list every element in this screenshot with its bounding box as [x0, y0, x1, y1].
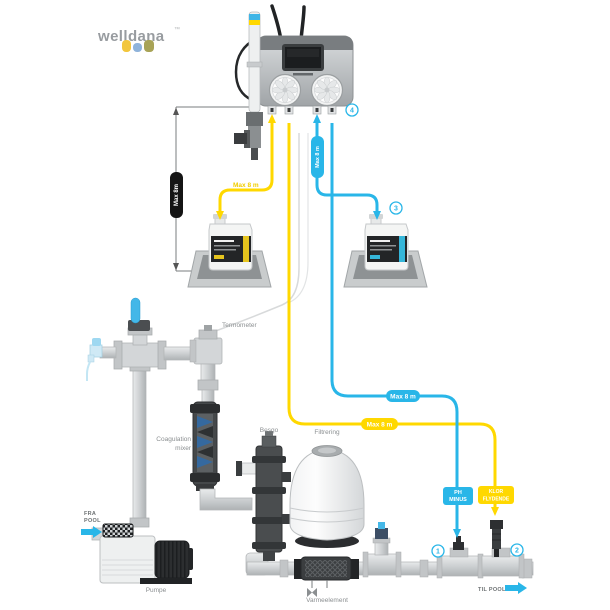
brand-name: welldana — [97, 28, 165, 45]
chlorine-container — [208, 214, 253, 271]
heater-element — [294, 556, 359, 597]
label-termometer: Termometer — [222, 322, 258, 329]
max-8m-yellow-text: Max 8 m — [367, 422, 393, 429]
valve-lever-icon — [130, 297, 141, 324]
callout-3-text: 3 — [394, 206, 398, 213]
tube-phminus-suction — [315, 123, 379, 212]
ph-probe — [234, 11, 263, 160]
max-8m-blue-vertical-badge: Max 8 m — [311, 136, 324, 178]
peristaltic-pump-right — [310, 73, 344, 107]
arrow-up-yellow-icon — [268, 114, 276, 123]
arrow-down-yellow-injector-icon — [491, 507, 499, 516]
logo-dot-blue-icon — [133, 43, 142, 52]
til-pool-arrow-icon — [505, 585, 518, 591]
fra-pool-marker: FRA POOL — [81, 511, 102, 538]
callout-4-text: 4 — [350, 108, 354, 115]
mixer-elbow-pipe — [199, 488, 253, 511]
label-pumpe: Pumpe — [146, 587, 167, 594]
power-cables — [270, 4, 283, 42]
arrow-up-blue-icon — [313, 114, 321, 123]
label-coagulation-2: mixer — [175, 445, 192, 452]
fra-pool-arrow-icon — [81, 529, 93, 535]
callout-2-text: 2 — [515, 548, 519, 555]
ph-minus-text-1: PH — [454, 490, 462, 496]
probe-cable — [234, 36, 259, 102]
welldana-logo: welldana ™ — [97, 26, 180, 52]
arrow-down-blue-injector-icon — [453, 529, 461, 538]
phminus-injector — [453, 542, 464, 550]
logo-dot-olive-icon — [144, 40, 154, 52]
sand-filter — [289, 445, 365, 541]
callout-1 — [431, 544, 445, 558]
ph-minus-badge: PH MINUS — [443, 487, 473, 505]
callout-1-text: 1 — [436, 549, 440, 556]
peristaltic-pump-left — [268, 73, 302, 107]
label-til-pool: TIL POOL — [478, 587, 506, 593]
cross-fitting — [113, 327, 167, 372]
klor-flydende-badge: KLOR FLYDENDE — [478, 486, 514, 504]
tube-chlorine-suction — [218, 123, 274, 212]
arrow-down-blue-can-icon — [373, 211, 381, 220]
dosing-controller — [256, 4, 354, 115]
logo-dot-yellow-icon — [122, 40, 131, 52]
shutoff-valve — [128, 297, 150, 331]
callout-4 — [345, 103, 359, 117]
max-8m-blue-text: Max 8 m — [390, 394, 416, 401]
besgo-valve — [236, 431, 291, 561]
dimension-arrow-down-icon — [173, 263, 179, 271]
max-8m-yellow-plain-text: Max 8 m — [233, 182, 259, 189]
callout-2 — [510, 543, 524, 557]
trademark-mark: ™ — [174, 26, 180, 33]
circulation-pump — [91, 523, 193, 584]
max-8m-blue-vertical-text: Max 8 m — [315, 146, 321, 168]
label-filtrering: Filtrering — [314, 429, 340, 436]
label-fra: FRA — [84, 511, 96, 517]
dimension-arrow-up-icon — [173, 107, 179, 115]
label-fra-pool: POOL — [84, 518, 101, 524]
max-8m-blue-badge: Max 8 m — [386, 390, 420, 402]
coagulation-mixer — [190, 401, 220, 491]
injector-tee-1 — [436, 536, 484, 579]
pump-riser-pipe — [132, 365, 147, 527]
ph-minus-text-2: MINUS — [449, 497, 467, 503]
label-varmeelement: Varmeelement — [306, 597, 348, 604]
thermometer-cable-2 — [287, 133, 309, 304]
max-8m-yellow-badge: Max 8 m — [361, 418, 398, 430]
callout-3 — [389, 201, 403, 215]
max-8m-black-badge: Max 8m — [170, 172, 183, 218]
tube-connectors — [267, 105, 337, 115]
label-besgo: Besgo — [260, 427, 279, 434]
klor-text-1: KLOR — [489, 489, 504, 495]
injector-tee-2 — [481, 520, 525, 579]
til-pool-marker: TIL POOL — [478, 582, 527, 594]
chlorine-injector — [490, 520, 503, 529]
phminus-container — [364, 214, 409, 271]
max-8m-black-text: Max 8m — [174, 184, 180, 206]
thermometer-cable — [212, 133, 300, 333]
label-coagulation-1: Coagulation — [156, 436, 191, 443]
arrow-down-yellow-can-icon — [216, 211, 224, 220]
klor-text-2: FLYDENDE — [483, 497, 510, 503]
drain-valve-icon — [307, 588, 312, 597]
mid-tee-valve — [362, 522, 402, 578]
termometer-tee — [189, 325, 223, 405]
pump-prefilter-lid — [102, 523, 134, 538]
callouts: 1 2 3 4 — [345, 103, 524, 558]
pump-motor — [154, 540, 190, 579]
piping-network — [86, 297, 534, 597]
sample-tap — [86, 338, 117, 381]
